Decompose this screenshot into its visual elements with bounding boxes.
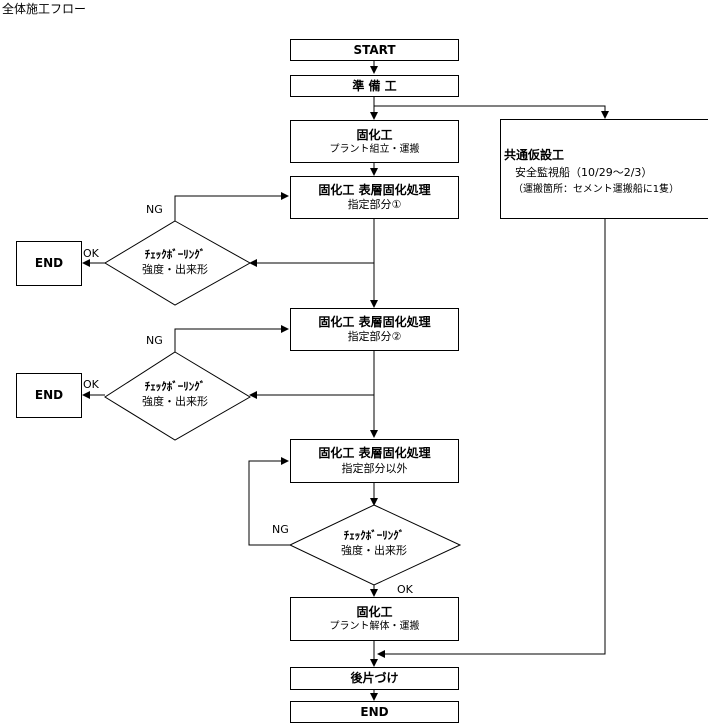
koka2-box: 固化工 プラント解体・運搬 xyxy=(290,597,459,641)
check2-ng-label: NG xyxy=(146,334,163,347)
koka2-sub: プラント解体・運搬 xyxy=(329,621,420,633)
koka1-sub: プラント組立・運搬 xyxy=(329,143,420,155)
check1-diamond xyxy=(104,220,252,306)
check1-title: ﾁｪｯｸﾎﾞｰﾘﾝｸﾞ xyxy=(144,248,206,261)
end2-box: END xyxy=(16,373,82,418)
arrow-check2-ng xyxy=(174,325,289,352)
end-final-label: END xyxy=(360,704,389,719)
atokata-label: 後片づけ xyxy=(350,671,399,686)
check1-sub: 強度・出来形 xyxy=(142,263,208,277)
check3-sub: 強度・出来形 xyxy=(341,544,407,558)
end-final-box: END xyxy=(290,701,459,723)
page-title: 全体施工フロー xyxy=(2,2,87,16)
end1-box: END xyxy=(16,241,82,286)
check2-title: ﾁｪｯｸﾎﾞｰﾘﾝｸﾞ xyxy=(144,380,206,393)
arrow-kyotsu-return xyxy=(377,219,606,658)
end2-label: END xyxy=(34,388,64,403)
atokata-box: 後片づけ xyxy=(290,667,459,690)
hyoso1-sub: 指定部分① xyxy=(347,198,402,212)
hyoso1-box: 固化工 表層固化処理 指定部分① xyxy=(290,176,459,219)
kyotsu-line2: （運搬箇所：セメント運搬船に1隻） xyxy=(513,184,680,195)
hyoso3-box: 固化工 表層固化処理 指定部分以外 xyxy=(290,439,459,483)
hyoso3-sub: 指定部分以外 xyxy=(341,461,408,475)
kyotsu-box: 共通仮設工 安全監視船（10/29～2/3） （運搬箇所：セメント運搬船に1隻） xyxy=(500,119,708,219)
check2-sub: 強度・出来形 xyxy=(142,395,208,409)
arrow-check3-ng xyxy=(248,457,290,546)
hyoso2-box: 固化工 表層固化処理 指定部分② xyxy=(290,308,459,351)
hyoso1-title: 固化工 表層固化処理 xyxy=(318,182,431,197)
check1-ok-label: OK xyxy=(83,247,99,260)
hyoso2-title: 固化工 表層固化処理 xyxy=(318,314,431,329)
check3-ok-label: OK xyxy=(397,583,413,596)
check3-title: ﾁｪｯｸﾎﾞｰﾘﾝｸﾞ xyxy=(343,529,405,542)
check3-text: ﾁｪｯｸﾎﾞｰﾘﾝｸﾞ 強度・出来形 xyxy=(314,528,434,559)
arrow-branch-kyotsu xyxy=(374,105,609,119)
koka2-title: 固化工 xyxy=(356,605,393,620)
check3-diamond xyxy=(288,504,462,586)
end1-label: END xyxy=(34,256,64,271)
koka1-title: 固化工 xyxy=(356,127,393,142)
start-label: START xyxy=(353,42,396,57)
prep-label: 準 備 工 xyxy=(352,78,397,93)
check2-text: ﾁｪｯｸﾎﾞｰﾘﾝｸﾞ 強度・出来形 xyxy=(115,379,235,410)
start-box: START xyxy=(290,39,459,61)
check2-diamond xyxy=(104,351,251,441)
hyoso3-title: 固化工 表層固化処理 xyxy=(318,446,431,461)
check1-text: ﾁｪｯｸﾎﾞｰﾘﾝｸﾞ 強度・出来形 xyxy=(115,247,235,278)
prep-box: 準 備 工 xyxy=(290,75,459,97)
check3-ng-label: NG xyxy=(272,523,289,536)
check1-ng-label: NG xyxy=(146,203,163,216)
kyotsu-title: 共通仮設工 xyxy=(504,148,565,162)
kyotsu-line1: 安全監視船（10/29～2/3） xyxy=(515,166,653,179)
hyoso2-sub: 指定部分② xyxy=(347,330,402,344)
koka1-box: 固化工 プラント組立・運搬 xyxy=(290,120,459,163)
check2-ok-label: OK xyxy=(83,378,99,391)
